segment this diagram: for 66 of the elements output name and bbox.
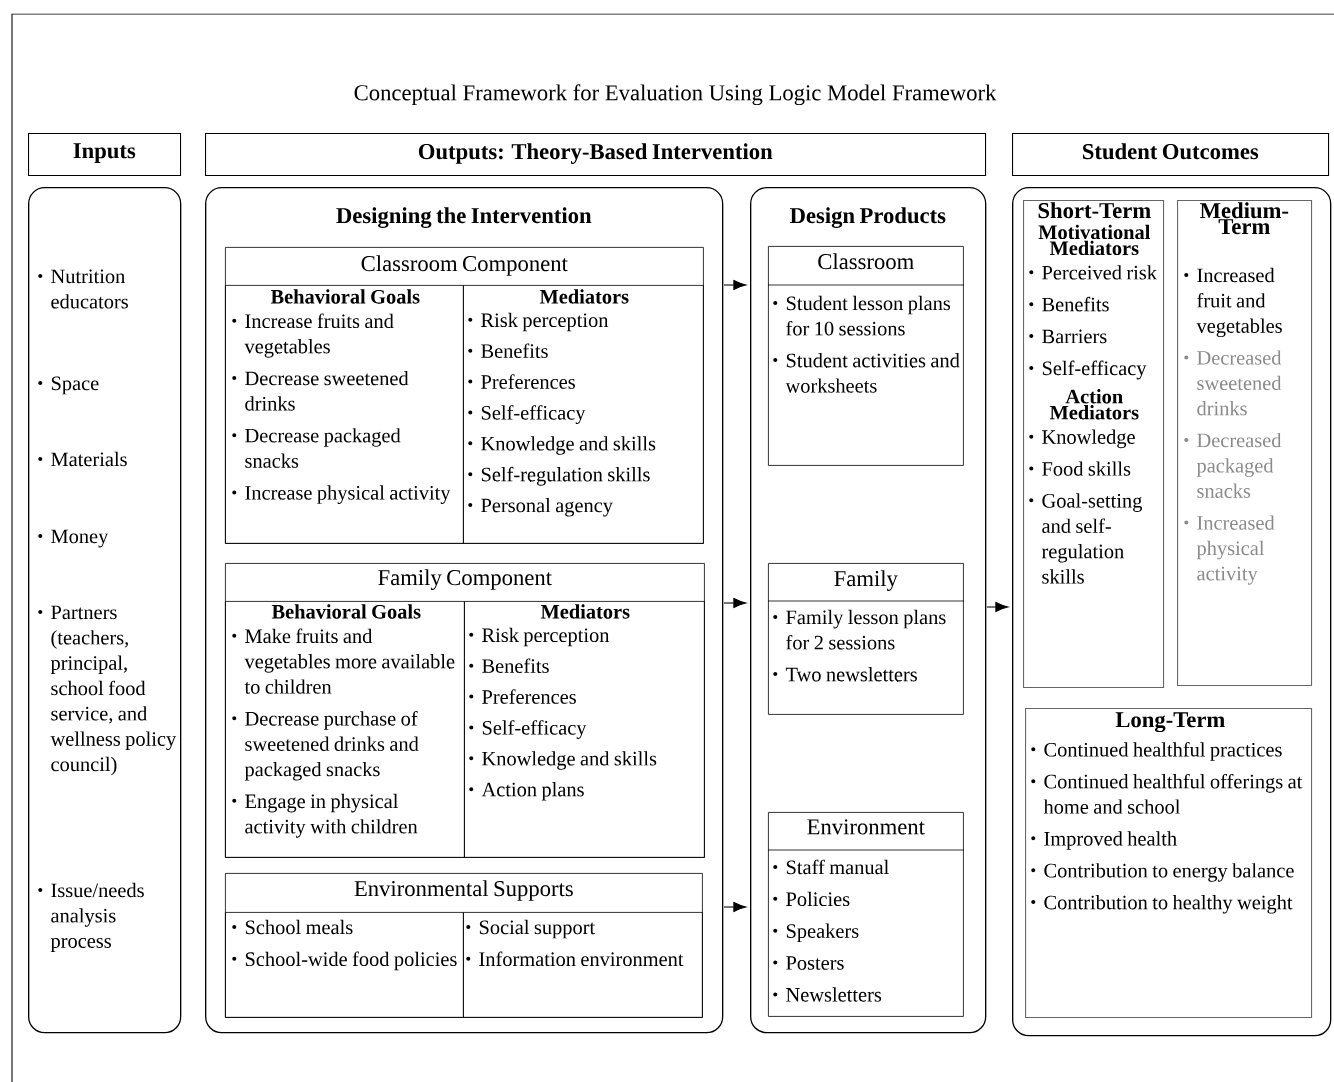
bullet-item: Continued healthful offerings at home and school bbox=[1031, 773, 1303, 814]
bullet-item: Decrease sweetened drinks bbox=[232, 370, 409, 411]
bullet-item: Decreased sweetened drinks bbox=[1184, 350, 1282, 416]
bullet-item: Make fruits and vegetables more available to children bbox=[232, 628, 455, 694]
bullet-item: Student activities and worksheets bbox=[773, 353, 960, 393]
bullet-item: Knowledge and skills bbox=[469, 751, 657, 770]
bullet-item: Benefits bbox=[1029, 296, 1109, 312]
bullet-item: Perceived risk bbox=[1029, 265, 1157, 280]
subheading: Action Mediators bbox=[1049, 389, 1139, 420]
bullet-item: Contribution to energy balance bbox=[1031, 863, 1294, 882]
diagram-title: Conceptual Framework for Evaluation Using Logic Model Framework bbox=[354, 84, 997, 106]
bullet-item: Space bbox=[38, 376, 99, 395]
bullet-item: Contribution to healthy weight bbox=[1031, 895, 1293, 914]
bullet-item: Risk perception bbox=[469, 627, 610, 647]
bullet-item: Policies bbox=[773, 891, 850, 907]
column-header: Outputs: Theory-Based Intervention bbox=[205, 133, 987, 177]
bullet-item: School-wide food policies bbox=[232, 951, 457, 971]
bullet-item: Knowledge and skills bbox=[468, 436, 656, 455]
bullet-item: Benefits bbox=[469, 658, 549, 673]
column-header: Inputs bbox=[28, 133, 182, 177]
bullet-item: Family lesson plans for 2 sessions bbox=[773, 609, 946, 650]
bullet-item: Improved health bbox=[1031, 831, 1177, 850]
bullet-item: Benefits bbox=[468, 343, 548, 358]
bullet-item: Increase physical activity bbox=[232, 485, 451, 504]
bullet-item: Goal-setting and self-regulation skills bbox=[1029, 493, 1142, 584]
arrow bbox=[723, 280, 747, 290]
bullet-item: Information environment bbox=[466, 951, 684, 967]
arrow bbox=[986, 602, 1009, 612]
bullet-item: Student lesson plans for 10 sessions bbox=[773, 295, 951, 336]
bullet-item: Social support bbox=[466, 919, 595, 939]
bullet-item: Risk perception bbox=[468, 312, 609, 332]
bullet-item: Increased fruit and vegetables bbox=[1184, 267, 1282, 338]
bullet-item: Barriers bbox=[1029, 329, 1107, 344]
bullet-item: Action plans bbox=[469, 782, 584, 801]
subheading: Motivational Mediators bbox=[1038, 224, 1151, 256]
bullet-item: Preferences bbox=[468, 374, 575, 389]
bullet-item: Continued healthful practices bbox=[1031, 742, 1282, 761]
bullet-item: Newsletters bbox=[773, 987, 882, 1002]
arrow bbox=[723, 902, 747, 912]
bullet-item: Posters bbox=[773, 956, 844, 970]
bullet-item: Speakers bbox=[773, 923, 859, 943]
bullet-item: Decrease purchase of sweetened drinks and packaged snacks bbox=[232, 711, 419, 781]
bullet-item: Nutrition educators bbox=[38, 269, 128, 309]
bullet-item: Personal agency bbox=[468, 497, 613, 517]
bullet-item: Self-regulation skills bbox=[468, 466, 650, 486]
bullet-item: Increased physical activity bbox=[1184, 515, 1275, 585]
bullet-item: Decrease packaged snacks bbox=[232, 428, 401, 468]
bullet-item: Knowledge bbox=[1029, 429, 1135, 449]
bullet-item: Decreased packaged snacks bbox=[1184, 432, 1282, 498]
bullet-item: Self-efficacy bbox=[468, 405, 586, 424]
bullet-item: Two newsletters bbox=[773, 667, 917, 682]
rounded-panel bbox=[1012, 187, 1332, 1037]
bullet-item: Engage in physical activity with children bbox=[232, 793, 418, 838]
arrow bbox=[723, 598, 747, 608]
bullet-item: Increase fruits and vegetables bbox=[232, 313, 394, 358]
bullet-item: Self-efficacy bbox=[1029, 360, 1147, 380]
bullet-item: Staff manual bbox=[773, 859, 889, 875]
bullet-item: Materials bbox=[38, 451, 127, 467]
bullet-item: Self-efficacy bbox=[469, 720, 587, 739]
column-header: Student Outcomes bbox=[1012, 133, 1330, 177]
bullet-item: Issue/needs analysis process bbox=[38, 882, 144, 953]
bullet-item: Food skills bbox=[1029, 461, 1131, 476]
bullet-item: Preferences bbox=[469, 689, 576, 704]
bullet-item: Partners (teachers, principal, school food service, and wellness policy council) bbox=[38, 605, 177, 776]
bullet-item: School meals bbox=[232, 919, 353, 935]
bullet-item: Money bbox=[38, 529, 109, 548]
